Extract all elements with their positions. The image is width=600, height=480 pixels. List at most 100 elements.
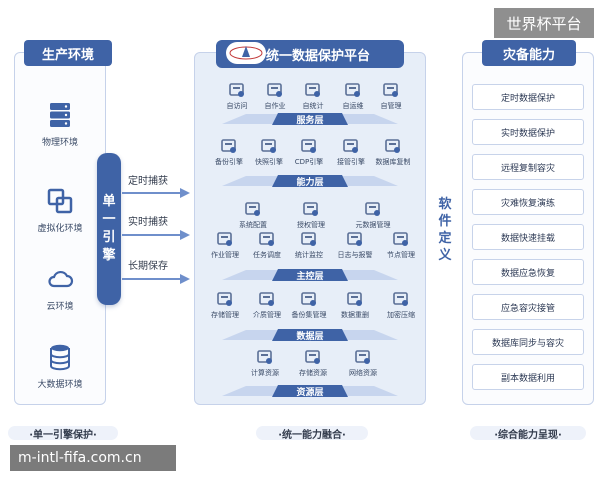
module-label: 自访问 (226, 102, 248, 110)
layer-band (222, 113, 398, 125)
footer-comprehensive: ·综合能力呈现· (470, 426, 586, 441)
cloud-icon (48, 270, 74, 288)
watermark-bottom: m-intl-fifa.com.cn (10, 445, 176, 471)
engine-char: 单 (102, 194, 116, 209)
engine-char: 一 (102, 212, 116, 227)
side-char: 件 (438, 214, 452, 229)
module-label: 自作业 (264, 102, 286, 110)
module-icon (301, 139, 316, 153)
module-data-1: 介质管理 (244, 291, 290, 320)
module-icon (393, 292, 408, 306)
dr-capability-item: 远程复制容灾 (472, 154, 584, 180)
module-icon (217, 232, 232, 246)
module-label: 加密压缩 (387, 311, 415, 319)
module-service-3: 自运维 (330, 82, 376, 111)
side-char: 义 (438, 248, 452, 263)
module-icon (303, 202, 318, 216)
module-label: 存储资源 (299, 369, 327, 377)
module-control_bottom-3: 日志与报警 (332, 231, 378, 260)
layer-label-2: 主控层 (296, 271, 324, 282)
watermark-top: 世界杯平台 (494, 8, 594, 38)
dr-capability-item: 数据应急恢复 (472, 259, 584, 285)
footer-single-engine: ·单一引擎保护· (8, 426, 118, 441)
module-data-0: 存储管理 (202, 291, 248, 320)
module-capability-1: 快照引擎 (246, 138, 292, 167)
module-icon (385, 139, 400, 153)
module-label: 介质管理 (253, 311, 281, 319)
platform-logo (226, 42, 266, 64)
module-icon (259, 292, 274, 306)
module-label: 系统配置 (239, 221, 267, 229)
module-label: 任务调度 (253, 251, 281, 259)
logo-icon (229, 46, 263, 60)
dr-capability-item: 应急容灾接管 (472, 294, 584, 320)
engine-char: 擎 (102, 248, 116, 263)
env-label: 云环境 (46, 302, 74, 312)
module-resource-0: 计算资源 (242, 349, 288, 378)
module-icon (305, 83, 320, 97)
module-service-0: 自访问 (214, 82, 260, 111)
module-label: 元数据管理 (355, 221, 391, 229)
module-icon (229, 83, 244, 97)
single-engine-bar: 单 一 引 擎 (97, 153, 121, 305)
env-cloud: 云环境 (10, 265, 110, 312)
module-label: 计算资源 (251, 369, 279, 377)
module-label: 接管引擎 (337, 158, 365, 166)
module-icon (365, 202, 380, 216)
dr-capability-item: 数据快速挂载 (472, 224, 584, 250)
env-label: 大数据环境 (37, 380, 83, 390)
module-label: 节点管理 (387, 251, 415, 259)
capture-label-scheduled: 定时捕获 (128, 176, 168, 187)
module-label: 统计监控 (295, 251, 323, 259)
module-control_top-0: 系统配置 (230, 201, 276, 230)
capture-label-realtime: 实时捕获 (128, 217, 168, 228)
module-control_top-1: 授权管理 (288, 201, 334, 230)
module-icon (267, 83, 282, 97)
software-defined-label: 软 件 定 义 (432, 196, 458, 264)
module-icon (301, 292, 316, 306)
module-icon (261, 139, 276, 153)
module-control_bottom-2: 统计监控 (286, 231, 332, 260)
module-icon (217, 292, 232, 306)
env-physical: 物理环境 (10, 101, 110, 148)
module-capability-4: 数据库复制 (370, 138, 416, 167)
module-label: 自运维 (342, 102, 364, 110)
production-env-title: 生产环境 (24, 40, 112, 66)
module-capability-0: 备份引擎 (206, 138, 252, 167)
footer-unified-capability: ·统一能力融合· (256, 426, 368, 441)
module-icon (305, 350, 320, 364)
dr-capability-item: 定时数据保护 (472, 84, 584, 110)
module-label: 快照引擎 (255, 158, 283, 166)
module-icon (345, 83, 360, 97)
module-service-1: 自作业 (252, 82, 298, 111)
module-icon (259, 232, 274, 246)
layer-label-1: 能力层 (296, 177, 324, 188)
module-label: 数据重删 (341, 311, 369, 319)
layer-label-0: 服务层 (296, 115, 324, 126)
layered-squares-icon (47, 188, 73, 214)
module-service-4: 自管理 (368, 82, 414, 111)
module-service-2: 自统计 (290, 82, 336, 111)
module-label: CDP引擎 (294, 158, 324, 166)
module-control_bottom-1: 任务调度 (244, 231, 290, 260)
module-label: 备份集管理 (291, 311, 327, 319)
module-label: 自管理 (380, 102, 402, 110)
module-resource-2: 网络资源 (340, 349, 386, 378)
module-icon (245, 202, 260, 216)
layer-band (222, 269, 398, 281)
env-label: 物理环境 (41, 138, 78, 148)
dr-capability-item: 副本数据利用 (472, 364, 584, 390)
arrow-right-icon (122, 188, 190, 198)
dr-capability-item: 灾难恢复演练 (472, 189, 584, 215)
dr-capability-item: 实时数据保护 (472, 119, 584, 145)
dr-capability-item: 数据库同步与容灾 (472, 329, 584, 355)
module-control_bottom-0: 作业管理 (202, 231, 248, 260)
env-bigdata: 大数据环境 (10, 343, 110, 390)
module-label: 存储管理 (211, 311, 239, 319)
side-char: 定 (438, 231, 452, 246)
module-label: 备份引擎 (215, 158, 243, 166)
module-label: 自统计 (302, 102, 324, 110)
module-data-4: 加密压缩 (378, 291, 424, 320)
platform-panel (194, 52, 426, 405)
side-char: 软 (438, 197, 452, 212)
